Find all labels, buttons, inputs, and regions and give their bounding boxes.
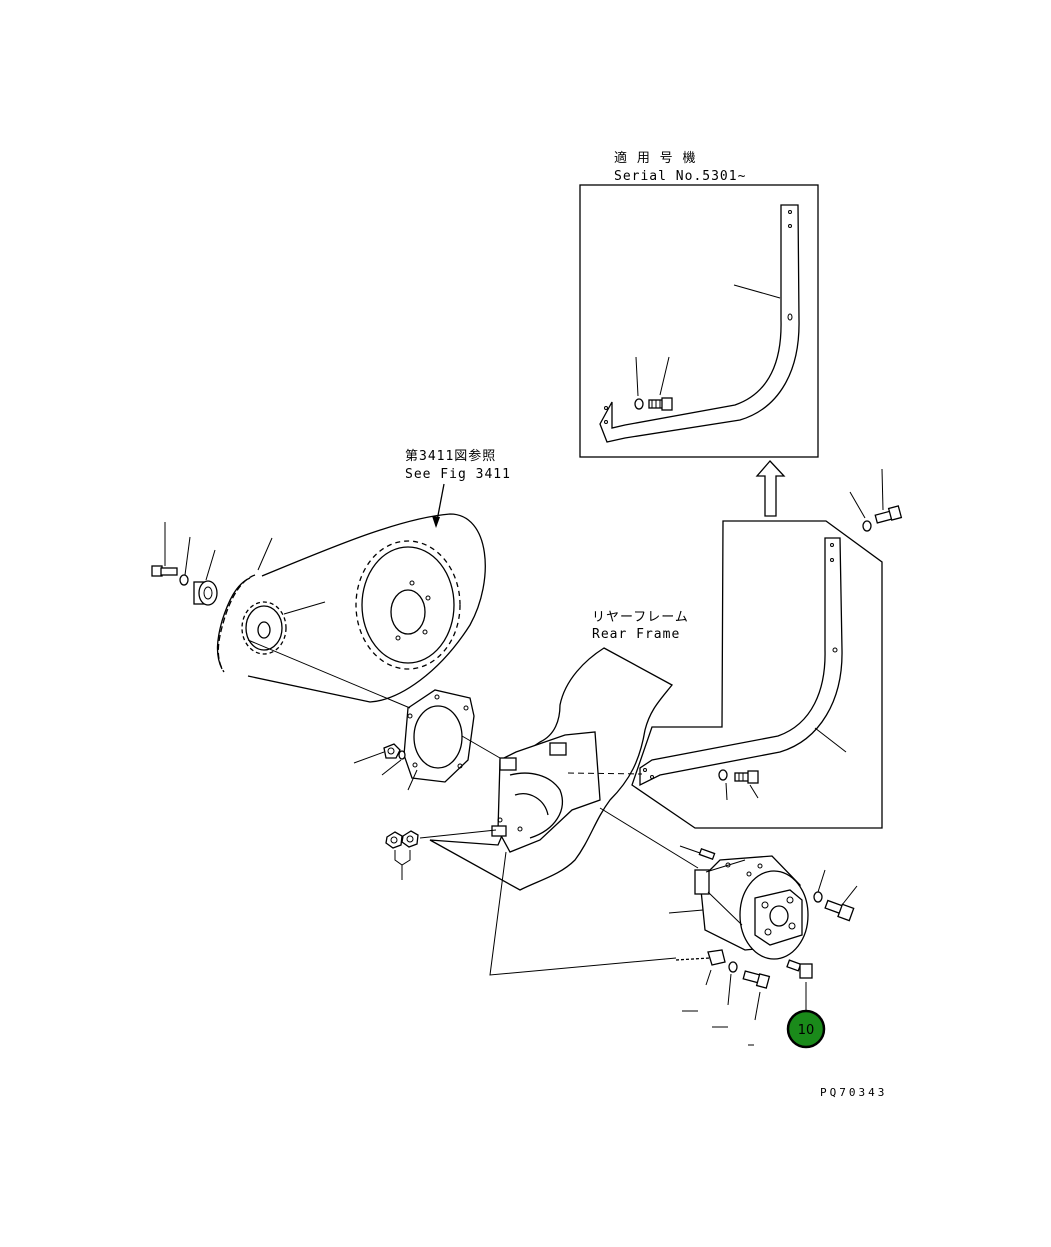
idler-spacer: [193, 580, 218, 606]
leader-unit-washer: [817, 869, 826, 893]
inset-bracket: [599, 204, 800, 443]
right-bracket-bolt: [734, 770, 759, 784]
leader-chain: [257, 537, 273, 571]
stud-bolt: [675, 949, 726, 966]
leader-drive-unit: [668, 909, 704, 914]
leader-gasket-nut: [353, 751, 385, 764]
leader-right-washer: [725, 782, 728, 801]
leader-idler-spacer: [205, 549, 216, 581]
mounting-gasket: [403, 689, 475, 783]
leader-small-sprocket: [283, 601, 326, 615]
dashed-alignment-line: [567, 772, 643, 775]
drive-chain: [216, 574, 256, 673]
callout-number[interactable]: 10: [798, 1023, 815, 1038]
inset-serial-label: Serial No.5301~: [614, 169, 746, 184]
rear-frame-en: Rear Frame: [592, 627, 680, 642]
leader-stud-bolt: [705, 969, 712, 986]
leader-right-bolt: [749, 784, 759, 799]
inset-bolt: [648, 397, 673, 411]
assembly-line: [247, 639, 411, 709]
leader-right-bracket: [814, 727, 847, 753]
top-right-washer: [862, 520, 872, 532]
right-bracket: [639, 537, 843, 787]
assembly-line: [489, 851, 677, 976]
idler-bolt: [151, 565, 178, 577]
drive-key: [698, 847, 716, 861]
up-arrow-icon: [755, 460, 786, 517]
arrow-head-icon: [432, 516, 440, 528]
gasket-nut: [383, 743, 401, 759]
assembly-line: [461, 735, 501, 759]
inset-leader: [635, 356, 639, 397]
assembly-line: [599, 807, 699, 869]
chain-cover-outline: [247, 513, 486, 703]
inset-leader: [733, 284, 781, 299]
inset-washer: [634, 398, 644, 410]
unit-bolt: [824, 899, 855, 922]
drain-plug: [786, 959, 813, 979]
rear-frame-outline: [429, 647, 673, 891]
lower-bolt: [742, 970, 771, 989]
idler-washer: [179, 574, 189, 586]
bracket-nut: [385, 830, 419, 849]
right-detail-outline: [631, 520, 883, 829]
drawing-code: PQ70343: [820, 1086, 887, 1099]
leader-lower-bolt: [754, 991, 761, 1021]
small-sprocket: [241, 601, 287, 655]
callout-10[interactable]: 10: [786, 1009, 826, 1049]
leader-gasket: [407, 769, 418, 791]
callout-circle[interactable]: [786, 1009, 826, 1049]
gasket-washer: [398, 750, 406, 760]
leader-top-washer: [849, 491, 866, 519]
drive-unit: [694, 855, 809, 960]
sprocket-ref-jp: 第3411図参照: [405, 448, 496, 464]
leader-gasket-washer: [381, 759, 402, 776]
inset-box: [579, 184, 819, 458]
inset-leader: [659, 356, 670, 396]
inset-applicable-label: 適 用 号 機: [614, 150, 696, 166]
leader-top-bolt: [881, 468, 884, 511]
assembly-line: [419, 829, 497, 839]
rear-frame-jp: リヤーフレーム: [592, 610, 689, 625]
mounting-bracket: [491, 731, 601, 853]
leader-stud-washer: [727, 973, 732, 1006]
large-sprocket: [355, 540, 461, 670]
right-bracket-washer: [718, 769, 728, 781]
stud-washer: [728, 961, 738, 973]
leader-idler-washer: [184, 536, 191, 576]
leader-unit-bolt: [841, 885, 858, 906]
leader-bracket-nut: [394, 850, 411, 866]
unit-washer: [813, 891, 823, 903]
sprocket-ref-en: See Fig 3411: [405, 467, 511, 482]
top-right-bolt: [874, 505, 903, 524]
leader-key: [679, 845, 701, 854]
